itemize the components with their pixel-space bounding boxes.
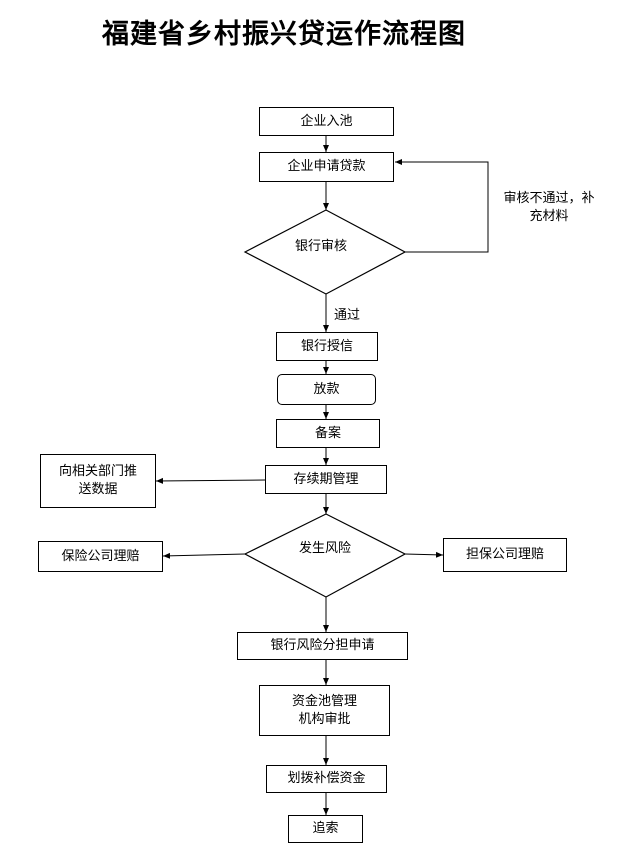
node-recovery: 追索 bbox=[288, 815, 363, 843]
arrow-duration-to-push bbox=[155, 477, 266, 484]
edge-label-rejected: 审核不通过，补 充材料 bbox=[503, 191, 595, 224]
node-enterprise-pool: 企业入池 bbox=[259, 107, 394, 136]
node-guarantee-claim: 担保公司理赔 bbox=[443, 538, 567, 572]
edge-label-approved: 通过 bbox=[334, 308, 361, 323]
node-compensation-funds: 划拨补偿资金 bbox=[266, 765, 387, 793]
page-title: 福建省乡村振兴贷运作流程图 bbox=[102, 19, 466, 50]
bank-review-diamond bbox=[243, 209, 407, 295]
node-duration-management: 存续期管理 bbox=[265, 465, 387, 494]
arrow-reject-loop bbox=[395, 159, 489, 253]
node-bank-review-label: 银行审核 bbox=[294, 239, 347, 254]
node-loan-application: 企业申请贷款 bbox=[259, 152, 394, 182]
node-filing: 备案 bbox=[276, 419, 380, 448]
risk-occurs-diamond bbox=[243, 513, 407, 598]
arrow-risk-to-guarantee bbox=[404, 551, 444, 558]
node-insurance-claim: 保险公司理赔 bbox=[38, 541, 163, 572]
arrow-risk-to-insurance bbox=[162, 552, 246, 559]
node-risk-occurs-label: 发生风险 bbox=[298, 541, 351, 556]
node-bank-credit: 银行授信 bbox=[276, 332, 378, 361]
node-risk-sharing-application: 银行风险分担申请 bbox=[237, 632, 408, 660]
node-push-data: 向相关部门推 送数据 bbox=[40, 454, 156, 508]
node-fund-pool-approval: 资金池管理 机构审批 bbox=[259, 685, 390, 736]
node-disbursement: 放款 bbox=[277, 374, 376, 405]
